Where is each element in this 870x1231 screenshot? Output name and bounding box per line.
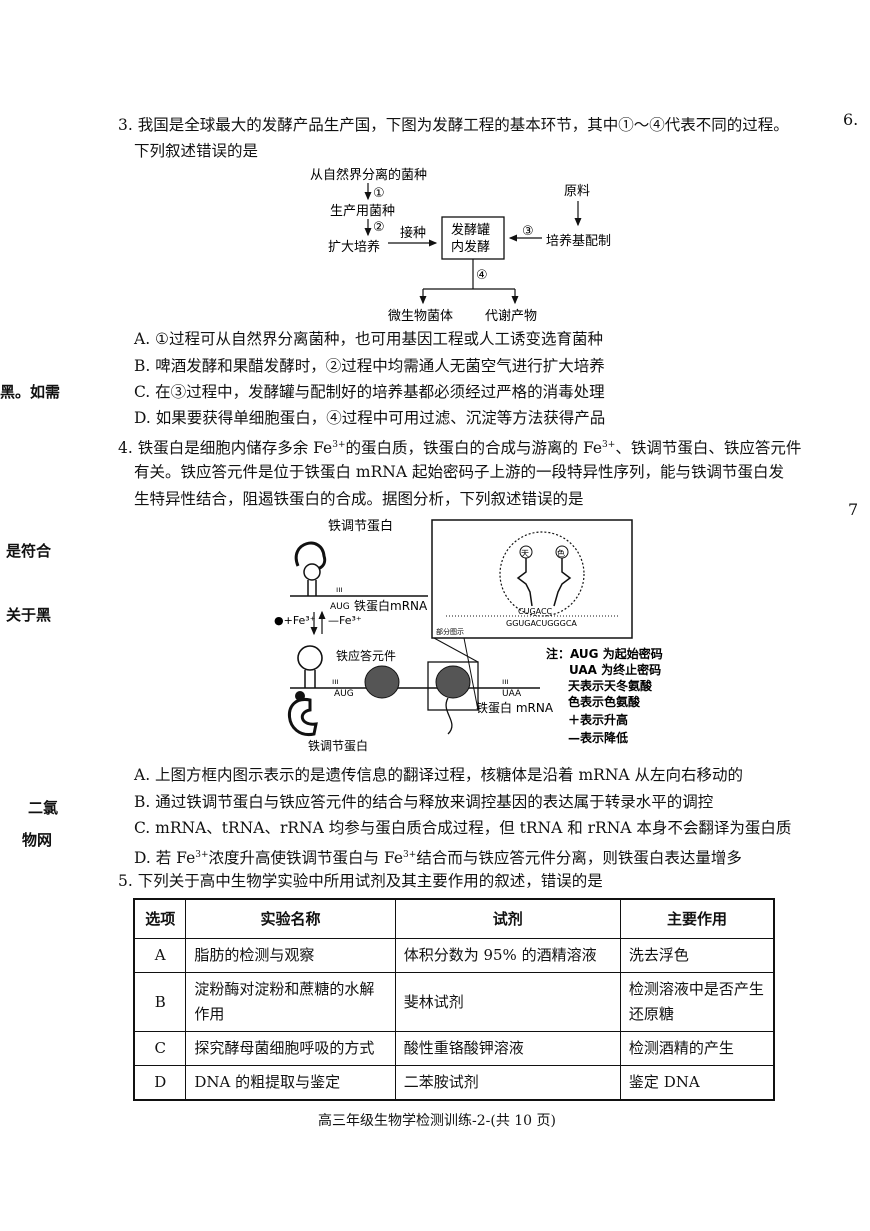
diagram-mrna-label-top: 铁蛋白mRNA bbox=[354, 598, 428, 613]
cell-option: C bbox=[133, 1031, 187, 1066]
q3-option-b: B. 啤酒发酵和果醋发酵时，②过程中均需通人无菌空气进行扩大培养 bbox=[134, 357, 605, 375]
minus-fe-label: —Fe³⁺ bbox=[328, 614, 362, 627]
diagram-production-strain: 生产用菌种 bbox=[330, 204, 395, 219]
table-header-row: 选项 实验名称 试剂 主要作用 bbox=[133, 898, 775, 939]
note-line: —表示降低 bbox=[568, 730, 628, 745]
note-line: 色表示色氨酸 bbox=[568, 694, 641, 709]
q4-option-d: D. 若 Fe3+浓度升高使铁调节蛋白与 Fe3+结合而与铁应答元件分离，则铁蛋… bbox=[134, 849, 742, 868]
aug-codon-top: AUG bbox=[330, 602, 350, 612]
q4-stem-line3: 生特异性结合，阻遏铁蛋白的合成。据图分析，下列叙述错误的是 bbox=[134, 490, 584, 508]
note-line: 天表示天冬氨酸 bbox=[568, 678, 653, 693]
cell-function: 洗去浮色 bbox=[619, 938, 775, 973]
diagram-mrna-label-bottom: 铁蛋白 mRNA bbox=[476, 700, 554, 715]
margin-page-marker-7: 7 bbox=[848, 500, 859, 519]
q4-option-a: A. 上图方框内图示表示的是遗传信息的翻译过程，核糖体是沿着 mRNA 从左向右… bbox=[134, 766, 744, 784]
cell-reagent: 酸性重铬酸钾溶液 bbox=[394, 1031, 621, 1066]
step-2-label: ② bbox=[373, 220, 385, 235]
anticodon-seq: CUGACC bbox=[518, 607, 553, 616]
page-footer: 高三年级生物学检测训练-2-(共 10 页) bbox=[318, 1113, 557, 1129]
table-row: A 脂肪的检测与观察 体积分数为 95% 的酒精溶液 洗去浮色 bbox=[133, 938, 775, 973]
margin-page-marker-6: 6. bbox=[843, 110, 859, 129]
fermentation-process-diagram: 从自然界分离的菌种 ① 生产用菌种 ② 扩大培养 接种 发酵罐 内发酵 ③ 培养… bbox=[310, 167, 611, 324]
diagram-product-cells: 微生物菌体 bbox=[388, 309, 453, 324]
svg-text:ııı: ııı bbox=[336, 585, 343, 594]
diagram-product-metabolites: 代谢产物 bbox=[485, 308, 537, 324]
q3-option-a: A. ①过程可从自然界分离菌种，也可用基因工程或人工诱变选育菌种 bbox=[134, 330, 603, 348]
q4-stem-line2: 有关。铁应答元件是位于铁蛋白 mRNA 起始密码子上游的一段特异性序列，能与铁调… bbox=[134, 463, 784, 481]
q3-stem-line1: 3. 我国是全球最大的发酵产品生产国，下图为发酵工程的基本环节，其中①～④代表不… bbox=[118, 116, 789, 134]
diagram-tank-line1: 发酵罐 bbox=[451, 222, 490, 238]
header-option: 选项 bbox=[133, 898, 187, 939]
aug-codon-bottom: AUG bbox=[334, 689, 354, 699]
margin-bleed-text: 是符合 bbox=[6, 542, 52, 560]
note-line: UAA 为终止密码 bbox=[569, 662, 661, 677]
cell-reagent: 斐林试剂 bbox=[394, 972, 621, 1032]
cell-function: 检测溶液中是否产生还原糖 bbox=[619, 972, 775, 1032]
mrna-seq: GGUGACUGGGCA bbox=[506, 619, 577, 628]
cell-reagent: 体积分数为 95% 的酒精溶液 bbox=[394, 938, 621, 973]
q3-option-c: C. 在③过程中，发酵罐与配制好的培养基都必须经过严格的消毒处理 bbox=[134, 383, 605, 401]
step-1-label: ① bbox=[373, 186, 385, 201]
header-function: 主要作用 bbox=[619, 898, 775, 939]
header-experiment: 实验名称 bbox=[185, 898, 396, 939]
cell-function: 鉴定 DNA bbox=[619, 1065, 775, 1101]
table-row: D DNA 的粗提取与鉴定 二苯胺试剂 鉴定 DNA bbox=[133, 1065, 775, 1101]
cell-option: B bbox=[133, 972, 187, 1032]
diagram-reg-protein-top: 铁调节蛋白 bbox=[328, 518, 393, 534]
cell-experiment: DNA 的粗提取与鉴定 bbox=[185, 1065, 396, 1101]
header-reagent: 试剂 bbox=[394, 898, 621, 939]
margin-bleed-text: 物网 bbox=[22, 831, 53, 849]
q3-stem-line2: 下列叙述错误的是 bbox=[134, 142, 259, 160]
margin-bleed-text: 关于黑 bbox=[6, 606, 52, 624]
cell-option: D bbox=[133, 1065, 187, 1101]
reagents-table: 选项 实验名称 试剂 主要作用 A 脂肪的检测与观察 体积分数为 95% 的酒精… bbox=[133, 898, 775, 1101]
diagram-raw-materials: 原料 bbox=[564, 184, 590, 199]
cell-experiment: 淀粉酶对淀粉和蔗糖的水解作用 bbox=[185, 972, 396, 1032]
cell-option: A bbox=[133, 938, 187, 973]
q3-option-d: D. 如果要获得单细胞蛋白，④过程中可用过滤、沉淀等方法获得产品 bbox=[134, 409, 606, 427]
diagram-inoculate: 接种 bbox=[400, 225, 426, 241]
uaa-codon: UAA bbox=[502, 689, 522, 699]
q4-option-b: B. 通过铁调节蛋白与铁应答元件的结合与释放来调控基因的表达属于转录水平的调控 bbox=[134, 793, 714, 811]
diagram-source-strain: 从自然界分离的菌种 bbox=[310, 167, 427, 183]
diagram-tank-line2: 内发酵 bbox=[451, 239, 490, 255]
diagram-medium-prep: 培养基配制 bbox=[546, 233, 611, 249]
q4-stem-line1: 4. 铁蛋白是细胞内储存多余 Fe3+的蛋白质，铁蛋白的合成与游离的 Fe3+、… bbox=[118, 439, 802, 458]
q4-option-c: C. mRNA、tRNA、rRNA 均参与蛋白质合成过程，但 tRNA 和 rR… bbox=[134, 819, 792, 837]
step-3-label: ③ bbox=[522, 224, 534, 239]
svg-text:ııı: ııı bbox=[502, 677, 509, 686]
amino-acid-trp: 色 bbox=[557, 548, 565, 558]
note-line: ＋表示升高 bbox=[568, 712, 628, 727]
table-row: C 探究酵母菌细胞呼吸的方式 酸性重铬酸钾溶液 检测酒精的产生 bbox=[133, 1031, 775, 1066]
table-row: B 淀粉酶对淀粉和蔗糖的水解作用 斐林试剂 检测溶液中是否产生还原糖 bbox=[133, 972, 775, 1032]
cell-experiment: 脂肪的检测与观察 bbox=[185, 938, 396, 973]
svg-text:ııı: ııı bbox=[332, 677, 339, 686]
diagram-reg-protein-bottom: 铁调节蛋白 bbox=[308, 738, 368, 753]
amino-acid-asp: 天 bbox=[521, 549, 529, 558]
plus-fe-label: ●+Fe³⁺ bbox=[274, 614, 316, 627]
margin-bleed-text: 二氯 bbox=[28, 799, 59, 817]
inset-label: 部分图示 bbox=[436, 627, 464, 636]
step-4-label: ④ bbox=[476, 268, 488, 283]
cell-experiment: 探究酵母菌细胞呼吸的方式 bbox=[185, 1031, 396, 1066]
diagram-ire-label: 铁应答元件 bbox=[336, 648, 396, 663]
ferritin-regulation-diagram: 铁调节蛋白 ııı AUG 铁蛋白mRNA ●+Fe³⁺ —Fe³⁺ 铁应答元件… bbox=[274, 518, 663, 753]
margin-bleed-text: 黑。如需 bbox=[0, 383, 61, 401]
diagram-expand-culture: 扩大培养 bbox=[328, 239, 380, 255]
q5-stem: 5. 下列关于高中生物学实验中所用试剂及其主要作用的叙述，错误的是 bbox=[118, 872, 603, 890]
note-line: 注：AUG 为起始密码 bbox=[546, 646, 663, 661]
cell-reagent: 二苯胺试剂 bbox=[394, 1065, 621, 1101]
cell-function: 检测酒精的产生 bbox=[619, 1031, 775, 1066]
